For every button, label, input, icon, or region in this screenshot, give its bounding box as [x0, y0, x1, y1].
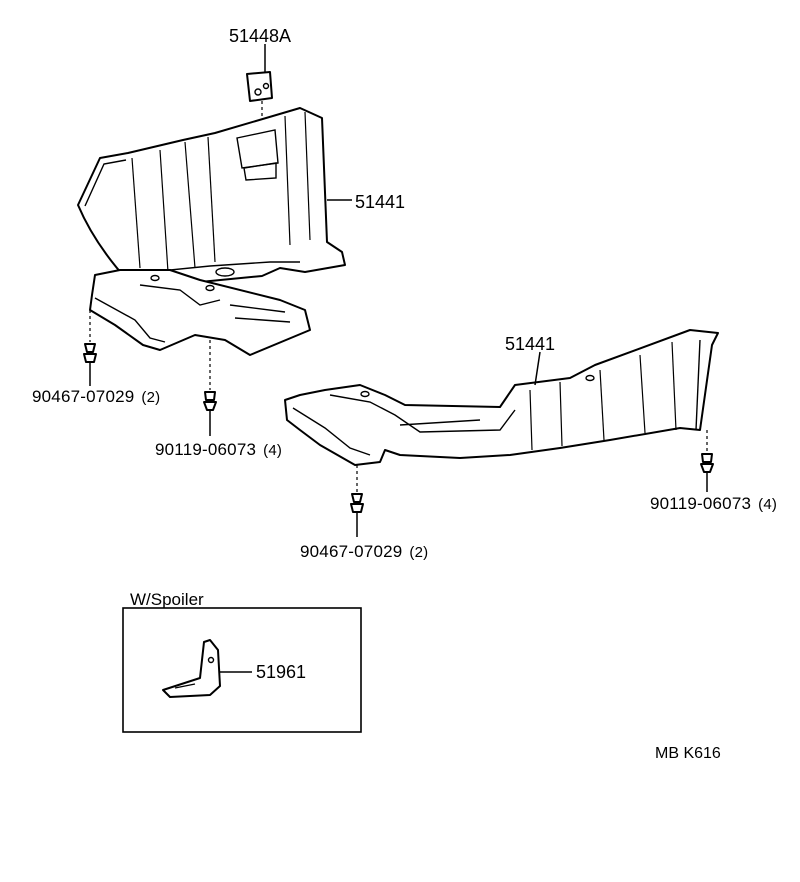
label-51441-lower: 51441 — [505, 334, 556, 354]
spoiler-box-title: W/Spoiler — [130, 590, 204, 609]
spoiler-box — [122, 607, 362, 733]
label-51448a: 51448A — [229, 26, 292, 46]
label-screw-right: 90119-06073 (4) — [650, 495, 777, 512]
under-cover-upper — [77, 107, 352, 356]
label-51441-upper: 51441 — [355, 192, 406, 212]
clip-right — [350, 465, 364, 537]
label-screw-left: 90119-06073 (4) — [155, 441, 282, 458]
screw-left — [203, 340, 217, 436]
screw-right-part: 90119-06073 — [650, 494, 752, 513]
screw-left-part: 90119-06073 — [155, 440, 257, 459]
clip-left — [83, 310, 97, 386]
screw-left-qty: (4) — [263, 442, 283, 459]
clip-right-part: 90467-07029 — [300, 542, 403, 561]
clip-right-qty: (2) — [409, 544, 429, 561]
under-cover-lower — [284, 329, 719, 466]
screw-right — [700, 430, 714, 492]
screw-right-qty: (4) — [758, 496, 778, 513]
clip-left-part: 90467-07029 — [32, 387, 135, 406]
label-clip-right: 90467-07029 (2) — [300, 543, 428, 560]
clip-left-qty: (2) — [141, 389, 161, 406]
label-51961: 51961 — [256, 662, 307, 682]
label-clip-left: 90467-07029 (2) — [32, 388, 160, 405]
diagram-reference: MB K616 — [655, 745, 721, 762]
bracket-plate-51448a — [246, 44, 273, 150]
